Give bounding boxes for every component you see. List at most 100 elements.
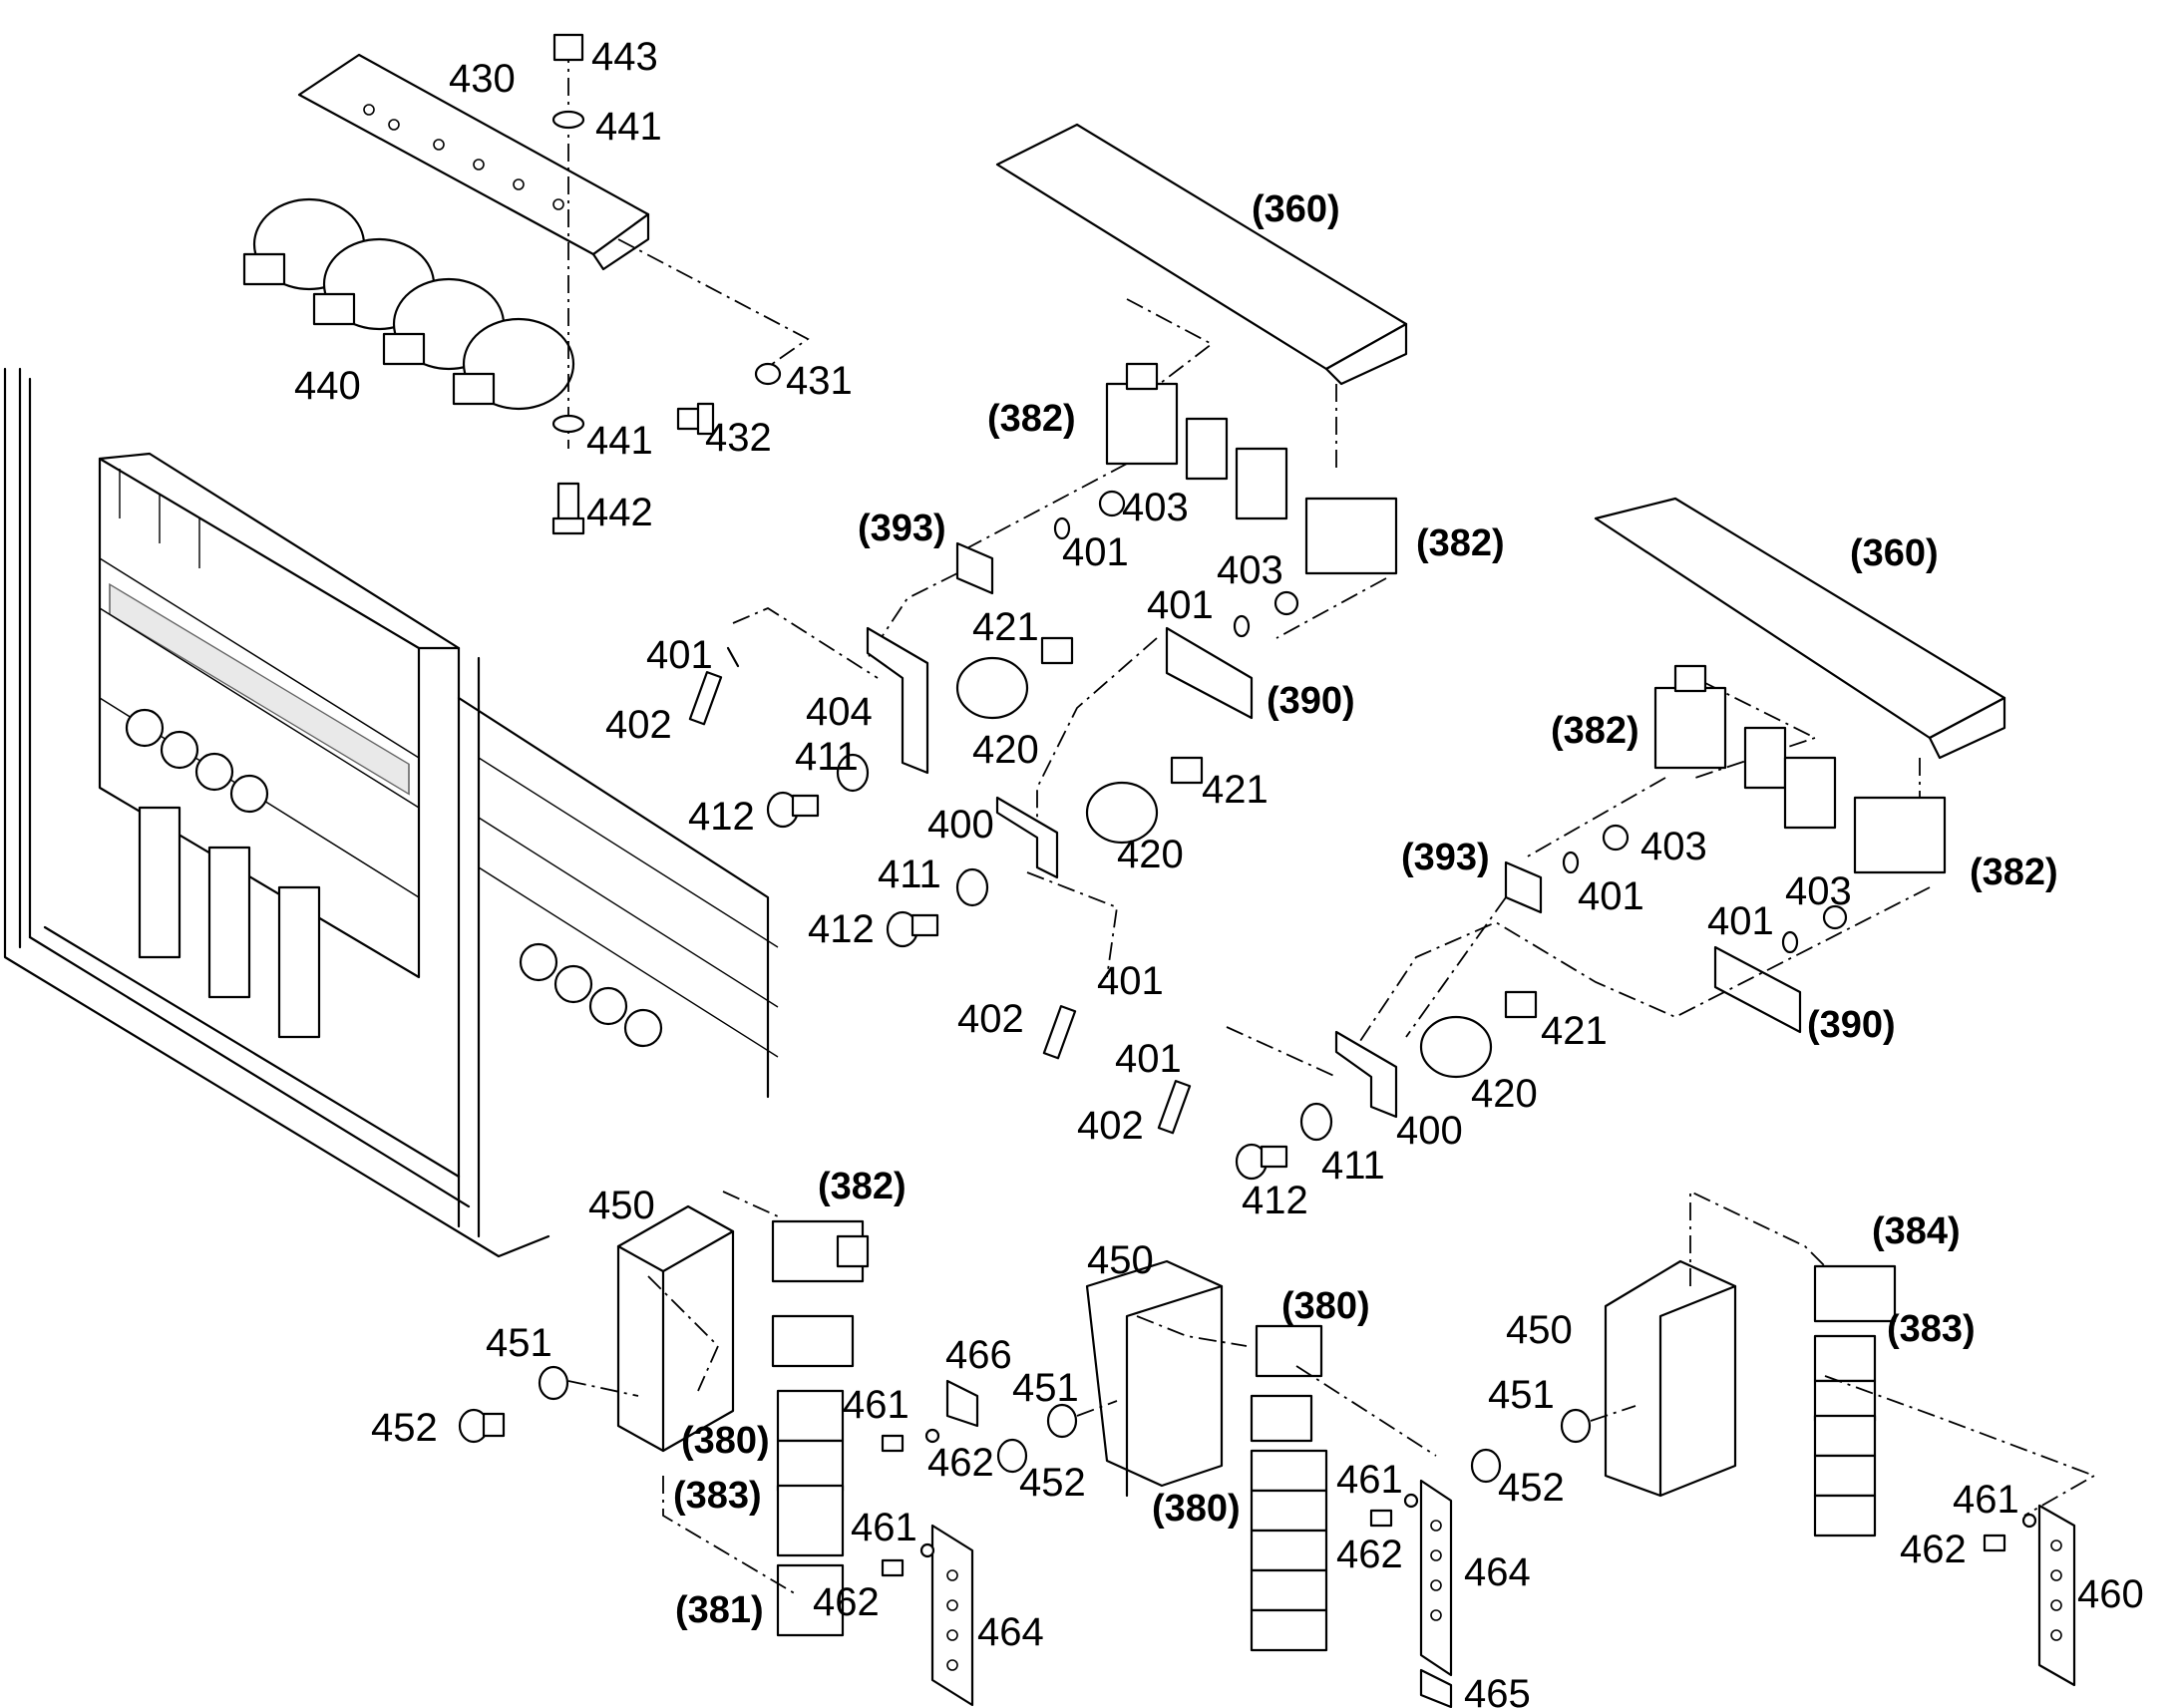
relay-384 [1813, 1264, 1897, 1323]
washer-401-b [1233, 614, 1251, 638]
label-401-d: 401 [1097, 959, 1164, 1003]
washer-411-b [955, 867, 989, 907]
label-450-b: 450 [1087, 1238, 1154, 1282]
label-431: 431 [786, 359, 853, 403]
screw-452-a [458, 1408, 506, 1444]
label-401-c: 401 [646, 633, 713, 677]
label-360-b: (360) [1850, 532, 1939, 574]
plate-393-b [1504, 860, 1543, 914]
nut-443 [552, 33, 584, 62]
washer-441-bottom [551, 414, 585, 434]
label-401-f: 401 [1707, 899, 1774, 943]
screw-412-a [766, 791, 820, 829]
label-442: 442 [586, 491, 653, 534]
label-382-c: (382) [1551, 710, 1639, 752]
label-462-a: 462 [927, 1441, 994, 1485]
label-443: 443 [591, 35, 658, 79]
label-462-d: 462 [1900, 1528, 1967, 1571]
relay-stack-lower-a [776, 1389, 845, 1493]
plate-390-a [1165, 626, 1254, 720]
bracket-430 [297, 53, 650, 271]
label-390-b: (390) [1807, 1004, 1896, 1046]
washer-451-b [1046, 1403, 1078, 1439]
label-380-c: (380) [1152, 1488, 1241, 1530]
rail-360-a [995, 123, 1408, 386]
label-381: (381) [675, 1589, 764, 1631]
nut-403-a [1098, 490, 1126, 517]
label-412-b: 412 [808, 907, 875, 951]
label-451-a: 451 [486, 1321, 552, 1365]
label-411-b: 411 [878, 853, 941, 896]
screw-461-462-b [881, 1542, 935, 1577]
label-466: 466 [945, 1333, 1012, 1377]
label-421-c: 421 [1541, 1009, 1608, 1053]
label-402-a: 402 [605, 703, 672, 747]
screw-402-c [1157, 1080, 1192, 1135]
label-461-c: 461 [1336, 1458, 1403, 1502]
label-420-a: 420 [972, 728, 1039, 772]
washer-441-top [551, 110, 585, 130]
bracket-400-a [995, 796, 1059, 879]
label-420-c: 420 [1471, 1072, 1538, 1116]
label-421-a: 421 [972, 605, 1039, 649]
screw-442 [551, 482, 585, 535]
screw-452-b [996, 1438, 1028, 1474]
label-393-a: (393) [858, 508, 946, 549]
label-462-c: 462 [1336, 1533, 1403, 1576]
label-400-b: 400 [1396, 1109, 1463, 1153]
label-432: 432 [705, 416, 772, 460]
label-382-d: (382) [1970, 852, 2058, 893]
bracket-450-c [1604, 1259, 1737, 1498]
label-383-b: (383) [1887, 1308, 1976, 1350]
strip-465 [1419, 1668, 1453, 1708]
bracket-404 [866, 626, 929, 775]
label-452-b: 452 [1019, 1461, 1086, 1505]
rail-360-b [1594, 497, 2006, 760]
label-383-a: (383) [673, 1475, 762, 1517]
label-401-a: 401 [1062, 530, 1129, 574]
bracket-450-a [616, 1204, 735, 1453]
strip-460 [2037, 1504, 2076, 1687]
breaker-382-upper-a [1105, 362, 1398, 575]
label-402-b: 402 [957, 997, 1024, 1041]
screw-402-a [688, 671, 723, 726]
label-412-c: 412 [1242, 1179, 1308, 1222]
nut-403-b [1273, 590, 1299, 616]
label-450-a: 450 [588, 1184, 655, 1227]
buffer-420-a [955, 636, 1074, 720]
label-382-b: (382) [1416, 522, 1505, 564]
label-403-c: 403 [1640, 825, 1707, 868]
washer-411-c [1299, 1102, 1333, 1142]
bracket-400-b [1334, 1030, 1398, 1119]
relay-382-lower [771, 1219, 870, 1283]
screw-432 [676, 402, 715, 436]
buffer-420-b [1085, 756, 1204, 845]
strip-466 [945, 1379, 979, 1428]
screw-402-b [1042, 1005, 1077, 1060]
label-462-b: 462 [813, 1580, 880, 1624]
relay-381-lower [776, 1563, 845, 1637]
label-461-b: 461 [851, 1506, 917, 1549]
label-441-top: 441 [595, 105, 662, 149]
label-390-a: (390) [1267, 680, 1355, 722]
label-411-c: 411 [1321, 1144, 1385, 1188]
nut-403-c [1602, 824, 1630, 852]
label-430: 430 [449, 57, 516, 101]
screw-412-b [886, 910, 939, 948]
control-cabinet [3, 367, 779, 1258]
relay-380-mid [1255, 1324, 1323, 1378]
washer-401-f [1781, 930, 1799, 954]
screw-461-462-c [1369, 1493, 1419, 1528]
label-440: 440 [294, 364, 361, 408]
screw-452-c [1470, 1448, 1502, 1484]
label-451-c: 451 [1488, 1373, 1555, 1417]
label-460: 460 [2077, 1572, 2144, 1616]
label-461-d: 461 [1953, 1478, 2019, 1522]
callout-labels: 430 443 441 440 441 431 432 442 (360) (3… [294, 35, 2144, 1708]
strip-464-a [930, 1524, 974, 1707]
label-452-c: 452 [1498, 1466, 1565, 1510]
label-421-b: 421 [1202, 768, 1269, 812]
screw-412-c [1235, 1143, 1288, 1181]
